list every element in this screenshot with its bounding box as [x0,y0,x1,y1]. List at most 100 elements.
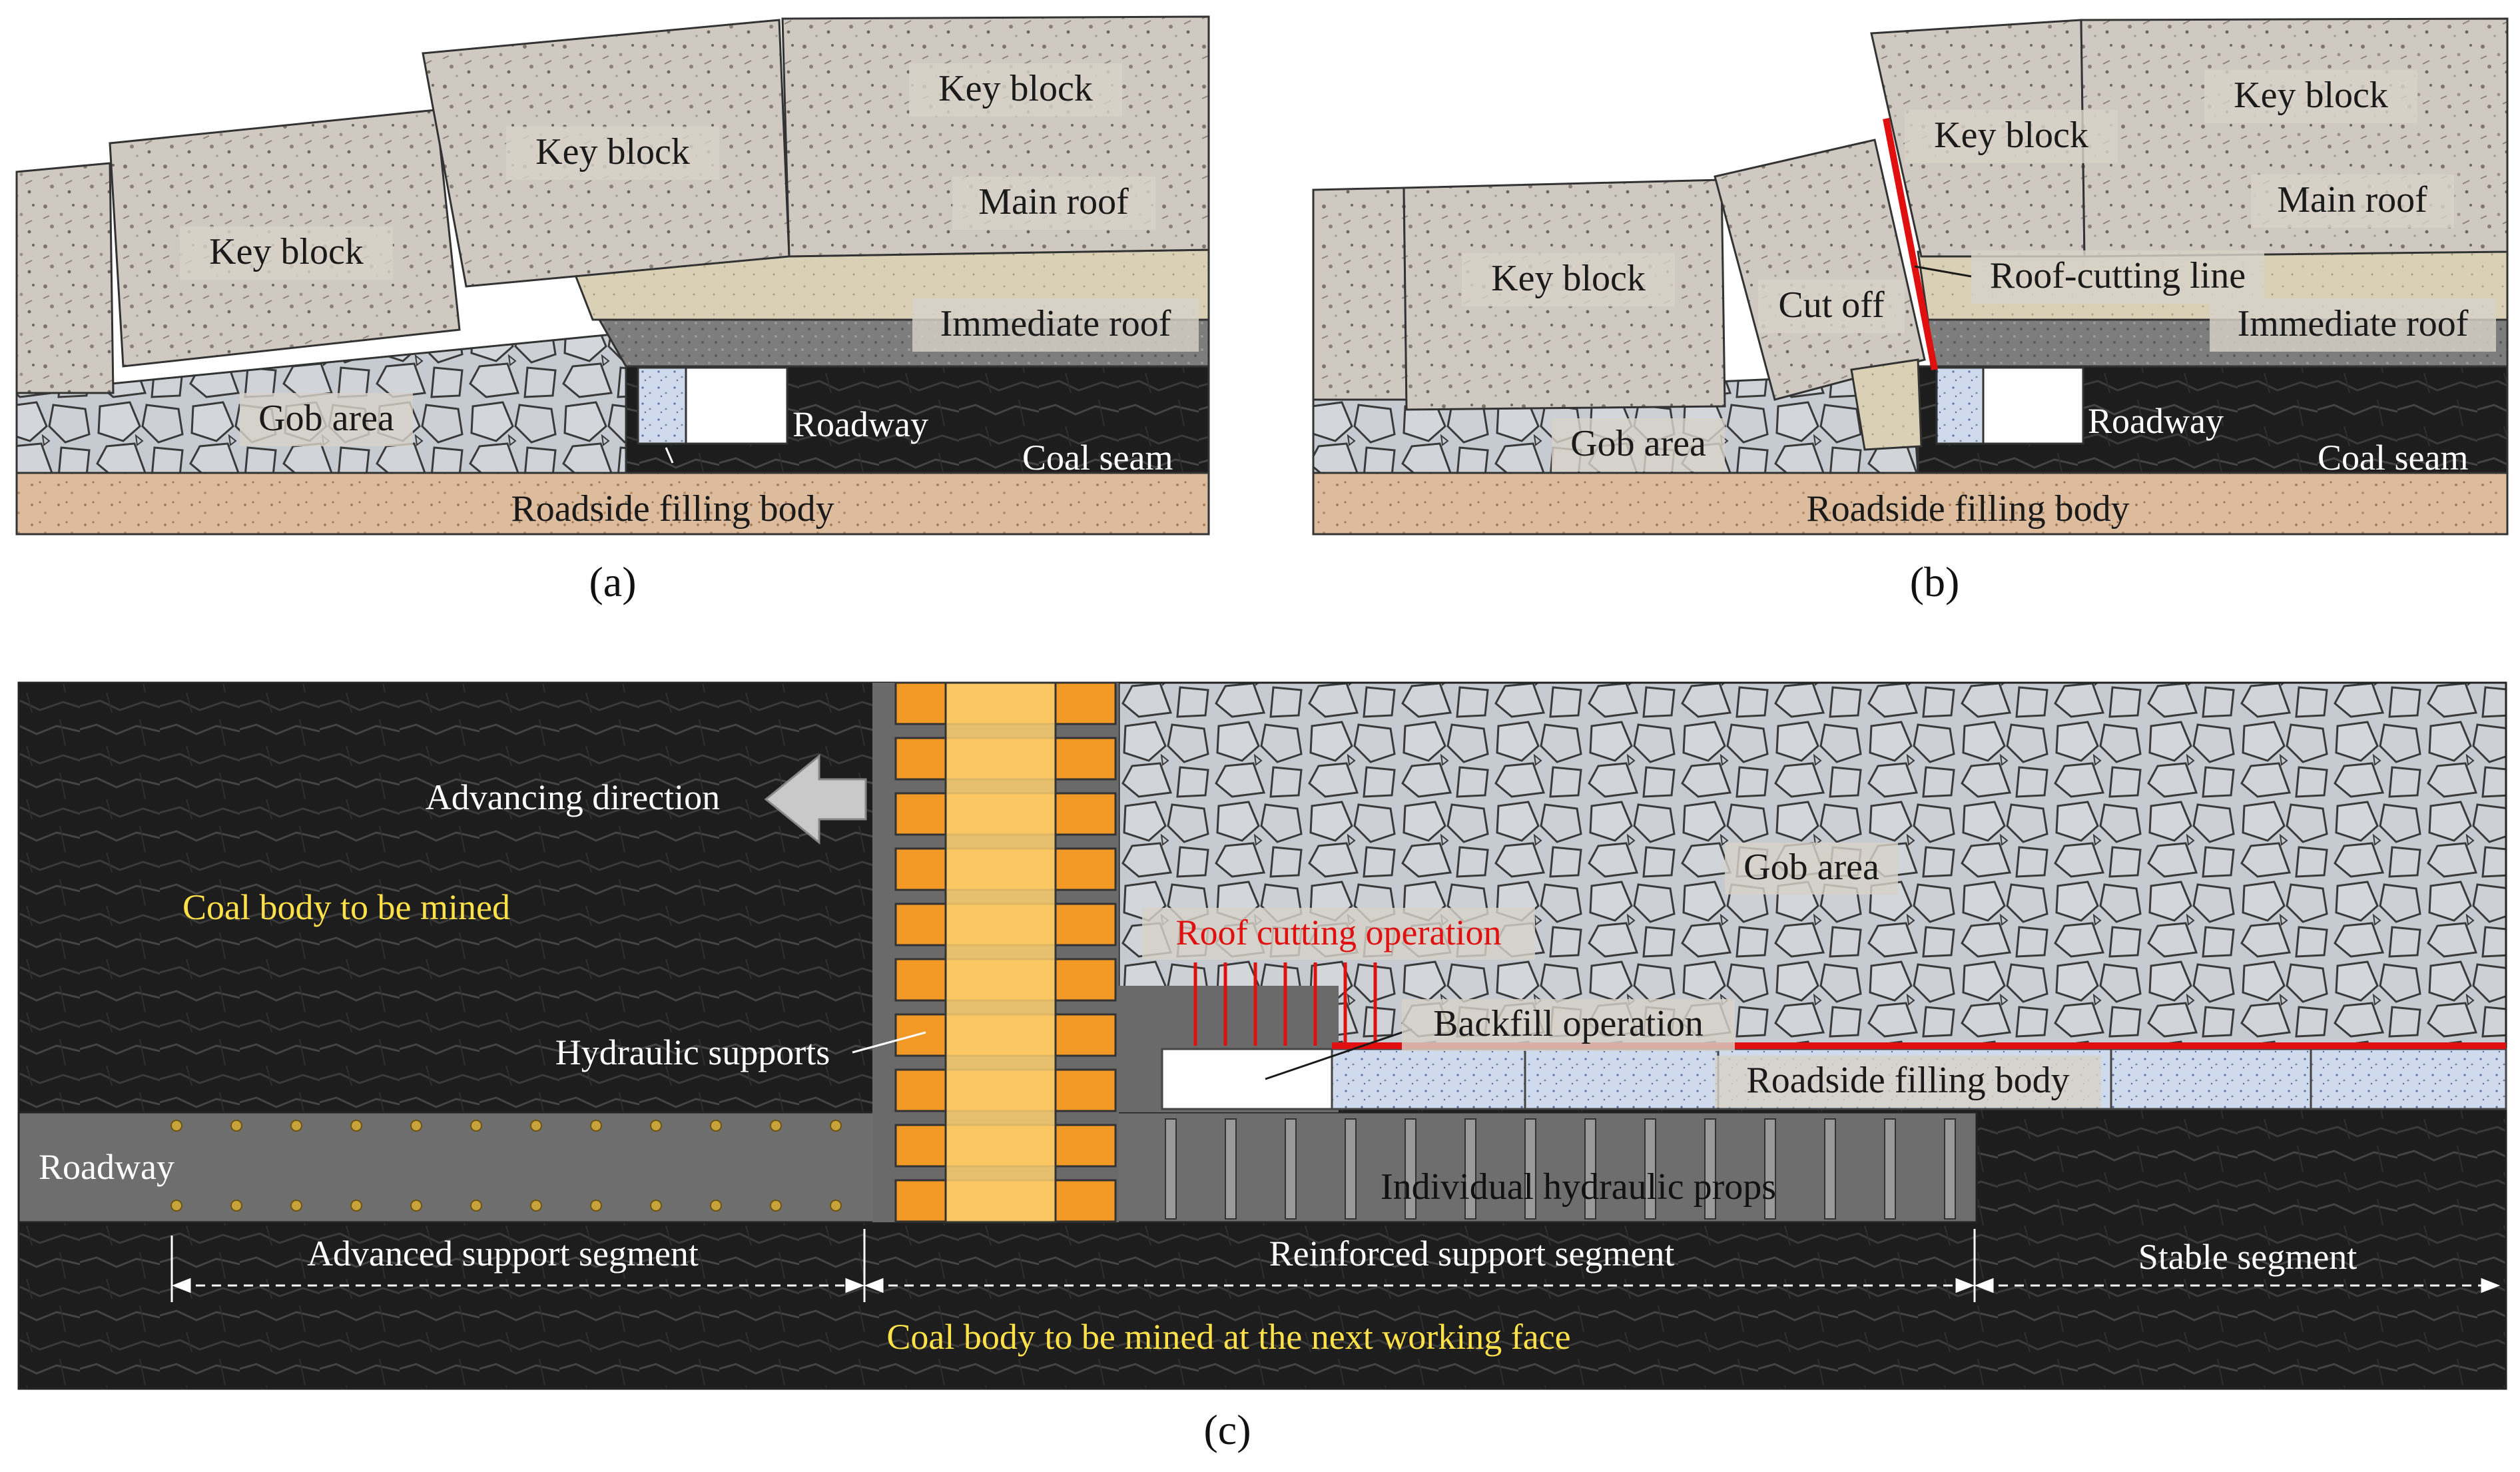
key-block-b2-label-box [1905,110,2118,163]
individual-prop [1225,1118,1237,1220]
cut-off-label: Cut off [1778,284,1885,326]
prop-dot [650,1200,662,1212]
caption-c: (c) [1203,1406,1251,1453]
prop-dot [830,1200,842,1212]
panel-a: Key block Key block Key block Main roof … [15,15,1210,605]
key-block-a1-label: Key block [209,231,364,272]
support-center-strip [944,681,1057,1224]
prop-dot [710,1120,722,1132]
key-block-b3-label-box [2204,70,2417,123]
individual-prop [1285,1118,1297,1220]
cut-off-label-box [1758,280,1905,333]
cut-off-fragment-b [1850,358,1923,451]
roadway-b [1982,366,2084,445]
reinforced-support-segment-label: Reinforced support segment [1269,1234,1675,1274]
immediate-roof-a-label-box [912,298,1199,352]
gob-area-c-label-box [1725,843,1898,895]
individual-prop [1584,1118,1596,1220]
individual-prop [1165,1118,1177,1220]
arrowhead-icon [864,1278,884,1293]
gob-area-b-label: Gob area [1570,423,1706,464]
prop-dot [770,1120,782,1132]
coal-body-to-be-mined-label: Coal body to be mined [182,887,510,927]
hydraulic-supports-c [894,681,1117,1224]
arrowhead-icon [1974,1278,1994,1293]
prop-dot [470,1200,482,1212]
individual-props-c [1165,1118,1956,1220]
prop-dot [770,1200,782,1212]
floor-layer-b [1312,472,2509,536]
backfill-operation-label: Backfill operation [1433,1003,1704,1044]
gob-area-b-label-box [1552,418,1725,472]
individual-prop [1405,1118,1417,1220]
prop-dot [290,1120,302,1132]
advanced-support-segment-label: Advanced support segment [307,1234,699,1274]
prop-dot [830,1120,842,1132]
immediate-roof-b-label-box [2210,298,2496,352]
individual-hydraulic-props-label: Individual hydraulic props [1381,1166,1776,1208]
roadside-filling-a [637,366,687,445]
prop-dot [230,1200,242,1212]
individual-prop [1944,1118,1956,1220]
prop-dot [530,1200,542,1212]
gob-area-a-label: Gob area [258,398,394,439]
caption-b: (b) [1910,558,1960,605]
main-roof-b-label: Main roof [2277,179,2427,220]
arrowhead-icon [845,1278,865,1293]
prop-dot [230,1120,242,1132]
roof-cutting-holes [1193,962,1377,1046]
key-block-b1-label-box [1462,253,1675,306]
hydraulic-supports-pointer [852,1031,926,1054]
stable-segment-label: Stable segment [2138,1237,2357,1277]
individual-prop [1884,1118,1896,1220]
roadside-filling-b [1935,366,1985,445]
roof-cutting-pointer-b [1914,265,1972,278]
roof-cutting-line-b [1883,118,1938,370]
prop-dot [170,1200,182,1212]
immediate-roof-b-label: Immediate roof [2238,303,2469,344]
roadway-c-label: Roadway [39,1147,174,1187]
hydraulic-supports-label: Hydraulic supports [555,1032,830,1072]
roof-cutting-line-label-box [1971,250,2264,304]
caption-a: (a) [589,558,636,605]
individual-prop [1824,1118,1836,1220]
advancing-arrow-icon [764,753,867,845]
advancing-direction-label: Advancing direction [426,777,720,817]
individual-prop [1644,1118,1656,1220]
individual-prop [1704,1118,1716,1220]
prop-dot [170,1120,182,1132]
coal-seam-b-label: Coal seam [2318,438,2468,478]
key-block-a3-label: Key block [938,68,1093,109]
roadside-filling-a-label: Roadside filling body [511,488,834,530]
key-block-a2-label: Key block [535,131,690,173]
key-block-b2-label: Key block [1934,115,2088,156]
roadway-props-c [170,1120,842,1212]
arrowhead-icon [171,1278,191,1293]
roadside-filling-fresh-c [1161,1048,1333,1110]
prop-dot [410,1120,422,1132]
roadway-a [685,366,788,445]
individual-prop [1345,1118,1357,1220]
filling-pointer-a [665,447,674,464]
panel-c: Advancing direction Coal body to be mine… [17,681,2507,1453]
roadside-filling-c-label: Roadside filling body [1746,1060,2069,1101]
individual-prop [1524,1118,1536,1220]
roadway-b-label: Roadway [2088,401,2224,441]
prop-dot [350,1120,362,1132]
prop-dot [470,1120,482,1132]
rock-block-b0 [1312,186,1408,401]
next-face-coal-label: Coal body to be mined at the next workin… [886,1317,1570,1357]
prop-dot [410,1200,422,1212]
main-roof-a-label-box [952,177,1155,230]
immediate-roof-a-label: Immediate roof [940,303,1171,344]
gob-area-c-label: Gob area [1743,847,1879,888]
backfill-operation-label-box [1402,999,1735,1051]
prop-dot [290,1200,302,1212]
prop-dot [650,1120,662,1132]
segment-dimensions [170,1229,2501,1302]
key-block-b3-label: Key block [2234,75,2388,116]
main-roof-a-label: Main roof [978,181,1129,222]
main-roof-b-label-box [2251,175,2454,228]
roof-cutting-line-label: Roof-cutting line [1990,255,2246,296]
